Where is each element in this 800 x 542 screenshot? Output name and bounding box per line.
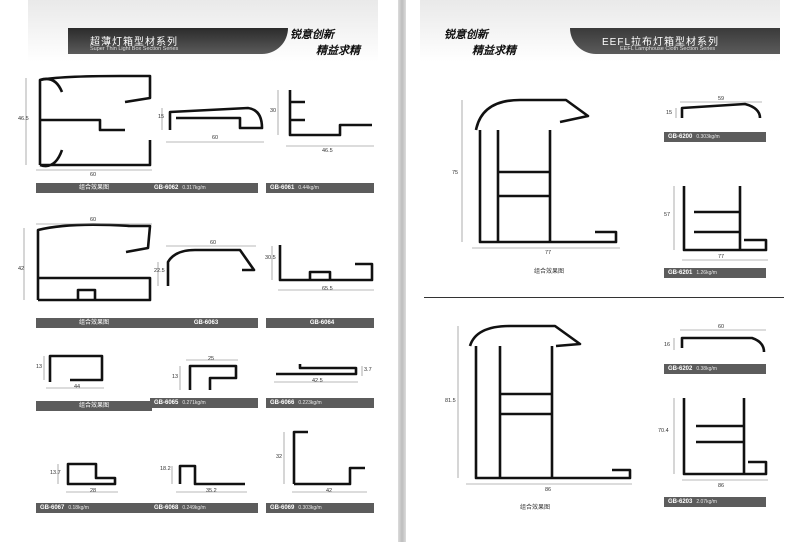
right-title-en: EEFL Lamphouse Cloth Section Series: [620, 46, 716, 52]
profile-gb6062: [168, 106, 264, 130]
profile-gb6201: [682, 186, 768, 252]
right-slogan-1: 锐意创新: [444, 28, 488, 41]
label-l7: 组合效果图: [36, 401, 152, 411]
dim-gb6200-w: 59: [718, 96, 725, 102]
dim-gb6064-w: 65.5: [322, 286, 333, 292]
dim-l1-width: 60: [90, 172, 97, 178]
label-l4: 组合效果图: [36, 318, 152, 328]
dim-gb6069-h: 32: [276, 454, 283, 460]
profile-gb6068: [178, 464, 245, 486]
dim-l7-h: 13: [36, 364, 43, 370]
left-title-cn: 超薄灯箱型材系列: [90, 37, 178, 48]
left-slogan-2: 精益求精: [316, 44, 360, 57]
right-title-cn: EEFL拉布灯箱型材系列: [602, 37, 720, 48]
left-title-bar: [68, 28, 288, 54]
left-header: 超薄灯箱型材系列 Super Thin Light Box Section Se…: [28, 0, 378, 62]
dim-gb6203-h: 70.4: [658, 428, 669, 434]
dim-gb6065-w: 25: [208, 356, 215, 362]
dim-gb6066-h: 3.7: [364, 367, 372, 373]
caption-r1: 组合效果图: [534, 269, 565, 275]
dim-gb6062-w: 60: [212, 135, 219, 141]
dim-l1-height: 46.5: [18, 116, 29, 122]
label-gb6064: GB-6064: [266, 318, 374, 328]
profile-r4-frame: [468, 324, 582, 348]
dim-gb6202-w: 60: [718, 324, 725, 330]
dim-gb6068-h: 18.2: [160, 466, 171, 472]
profile-gb6203: [682, 398, 768, 476]
label-gb6063: GB-6063: [150, 318, 258, 328]
profile-gb6061: [288, 90, 372, 137]
caption-r4: 组合效果图: [520, 505, 551, 511]
profile-gb6065: [188, 364, 238, 390]
dim-gb6200-h: 15: [666, 110, 673, 116]
dim-gb6067-h: 13.7: [50, 470, 61, 476]
profile-gb6067: [66, 462, 117, 486]
profile-gb6200: [680, 102, 762, 119]
profile-r1-frame: [474, 98, 590, 131]
page-spine: [398, 0, 406, 542]
right-title-bar: [570, 28, 780, 54]
right-page-divider: [424, 297, 784, 298]
dim-gb6062-h: 15: [158, 114, 165, 120]
dim-gb6201-h: 57: [664, 212, 671, 218]
dim-gb6202-h: 16: [664, 342, 671, 348]
left-title-en: Super Thin Light Box Section Series: [90, 46, 179, 52]
right-slogan-2: 精益求精: [472, 44, 516, 57]
profile-l4-frame: [36, 223, 152, 300]
dim-gb6203-w: 86: [718, 483, 725, 489]
dim-gb6061-h: 30: [270, 108, 277, 114]
dim-gb6065-h: 13: [172, 374, 179, 380]
dim-r4-h: 81.5: [445, 398, 456, 404]
dim-gb6063-w: 60: [210, 240, 217, 246]
dim-r1-h: 75: [452, 170, 459, 176]
profile-gb6066: [276, 364, 358, 376]
dim-gb6069-w: 42: [326, 488, 333, 494]
left-slogan-1: 锐意创新: [290, 28, 334, 41]
dim-gb6064-h: 30.5: [265, 255, 276, 261]
dim-r4-w: 86: [545, 487, 552, 493]
dim-gb6063-h: 22.5: [154, 268, 165, 274]
profile-gb6064: [278, 245, 374, 282]
profile-gb6202: [680, 336, 766, 353]
label-l1: 组合效果图: [36, 183, 152, 193]
right-header: 锐意创新 精益求精 EEFL拉布灯箱型材系列 EEFL Lamphouse Cl…: [420, 0, 780, 62]
dim-gb6068-w: 35.2: [206, 488, 217, 494]
dim-l4-height: 42: [18, 266, 25, 272]
dim-gb6066-w: 42.5: [312, 378, 323, 384]
dim-l7-w: 44: [74, 384, 81, 390]
dim-gb6067-w: 28: [90, 488, 97, 494]
profile-l7: [48, 354, 104, 382]
dim-gb6061-w: 46.5: [322, 148, 333, 154]
profile-gb6063: [166, 248, 256, 286]
profile-gb6069: [292, 430, 365, 486]
dim-r1-w: 77: [545, 250, 552, 256]
dim-l4-width: 60: [90, 217, 97, 223]
dim-gb6201-w: 77: [718, 254, 725, 260]
